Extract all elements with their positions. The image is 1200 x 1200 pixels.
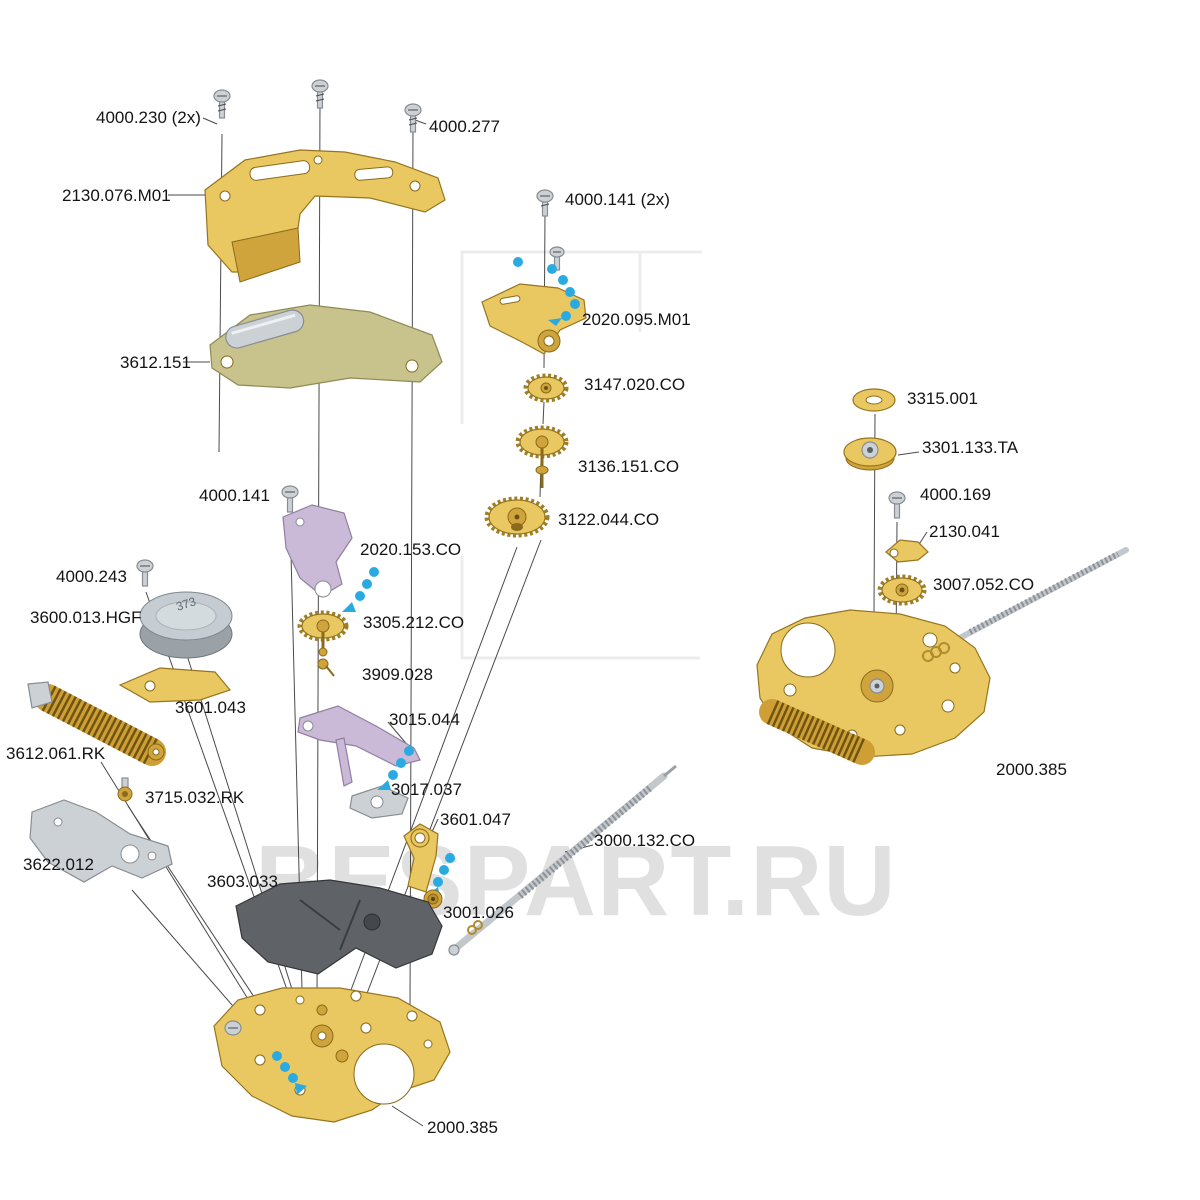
part-label-3122-044-CO: 3122.044.CO — [558, 510, 660, 529]
part-3622-012 — [29, 799, 173, 883]
screw-4000-243 — [136, 559, 154, 587]
part-3603-033 — [235, 879, 443, 975]
indicator-dots-bridge — [513, 257, 580, 326]
part-label-3601-043: 3601.043 — [175, 698, 246, 717]
gear-3305-212-CO — [297, 610, 349, 657]
screw-4000-277 — [404, 103, 422, 133]
part-label-3000-132-CO: 3000.132.CO — [594, 831, 696, 850]
battery-marking: 373 — [174, 594, 198, 614]
part-2000-385-main-plate — [213, 987, 451, 1123]
screw-4000-141 — [281, 485, 299, 513]
part-3612-151 — [209, 304, 443, 389]
indicator-dots-lever — [377, 746, 414, 790]
part-label-3136-151-CO: 3136.151.CO — [578, 457, 680, 476]
gear-3136-151-CO — [515, 425, 569, 488]
gear-3147-020-CO — [523, 373, 569, 403]
part-label-3612-151: 3612.151 — [120, 353, 191, 372]
part-label-3305-212-CO: 3305.212.CO — [363, 613, 465, 632]
part-label-3622-012: 3622.012 — [23, 855, 94, 874]
part-label-3600-013-HGF: 3600.013.HGF — [30, 608, 142, 627]
part-3601-047 — [403, 823, 439, 893]
part-label-2020-153-CO: 2020.153.CO — [360, 540, 462, 559]
part-label-4000-230-2x-: 4000.230 (2x) — [96, 108, 201, 127]
part-label-3017-037: 3017.037 — [391, 780, 462, 799]
part-2020-095-M01 — [481, 283, 587, 355]
part-3909-028 — [317, 658, 335, 677]
gear-3122-044-CO — [484, 496, 550, 538]
indicator-dots-main-plate — [272, 1051, 307, 1095]
gear-3007-052-CO — [877, 574, 927, 606]
part-label-4000-141-2x-: 4000.141 (2x) — [565, 190, 670, 209]
part-label-4000-277: 4000.277 — [429, 117, 500, 136]
part-2000-385-assembled-plate — [756, 547, 1129, 765]
screw-4000-230-a — [213, 89, 231, 119]
part-label-3715-032-RK: 3715.032.RK — [145, 788, 245, 807]
part-label-2000-385: 2000.385 — [996, 760, 1067, 779]
part-2020-153-CO — [282, 504, 353, 598]
part-label-3015-044: 3015.044 — [389, 710, 460, 729]
part-label-3301-133-TA: 3301.133.TA — [922, 438, 1019, 457]
part-3601-043 — [118, 667, 232, 703]
part-label-3603-033: 3603.033 — [207, 872, 278, 891]
part-label-3909-028: 3909.028 — [362, 665, 433, 684]
part-label-3147-020-CO: 3147.020.CO — [584, 375, 686, 394]
background-logo — [460, 250, 702, 660]
part-3000-132-CO-stem — [448, 764, 677, 956]
screw-4000-169 — [888, 491, 906, 519]
part-label-3007-052-CO: 3007.052.CO — [933, 575, 1035, 594]
screw-4000-230-b — [311, 79, 329, 109]
indicator-dots-wheel — [342, 567, 379, 612]
part-3612-061-RK-coil — [27, 681, 166, 766]
part-2130-041 — [885, 539, 929, 563]
part-label-3612-061-RK: 3612.061.RK — [6, 744, 106, 763]
part-3015-044 — [297, 705, 421, 787]
part-2130-076-M01 — [204, 149, 446, 283]
part-3715-032-RK — [117, 777, 133, 802]
part-label-3601-047: 3601.047 — [440, 810, 511, 829]
part-3315-001-washer — [852, 388, 896, 412]
part-label-2130-076-M01: 2130.076.M01 — [62, 186, 171, 205]
part-label-4000-243: 4000.243 — [56, 567, 127, 586]
part-label-2000-385: 2000.385 — [427, 1118, 498, 1137]
screw-4000-141-2x — [536, 189, 565, 271]
part-3301-133-TA-rotor — [843, 437, 897, 471]
part-label-2020-095-M01: 2020.095.M01 — [582, 310, 691, 329]
part-label-4000-141: 4000.141 — [199, 486, 270, 505]
part-label-3001-026: 3001.026 — [443, 903, 514, 922]
part-label-3315-001: 3315.001 — [907, 389, 978, 408]
part-3600-013-HGF-battery: 373 — [139, 591, 233, 659]
part-label-2130-041: 2130.041 — [929, 522, 1000, 541]
part-label-4000-169: 4000.169 — [920, 485, 991, 504]
